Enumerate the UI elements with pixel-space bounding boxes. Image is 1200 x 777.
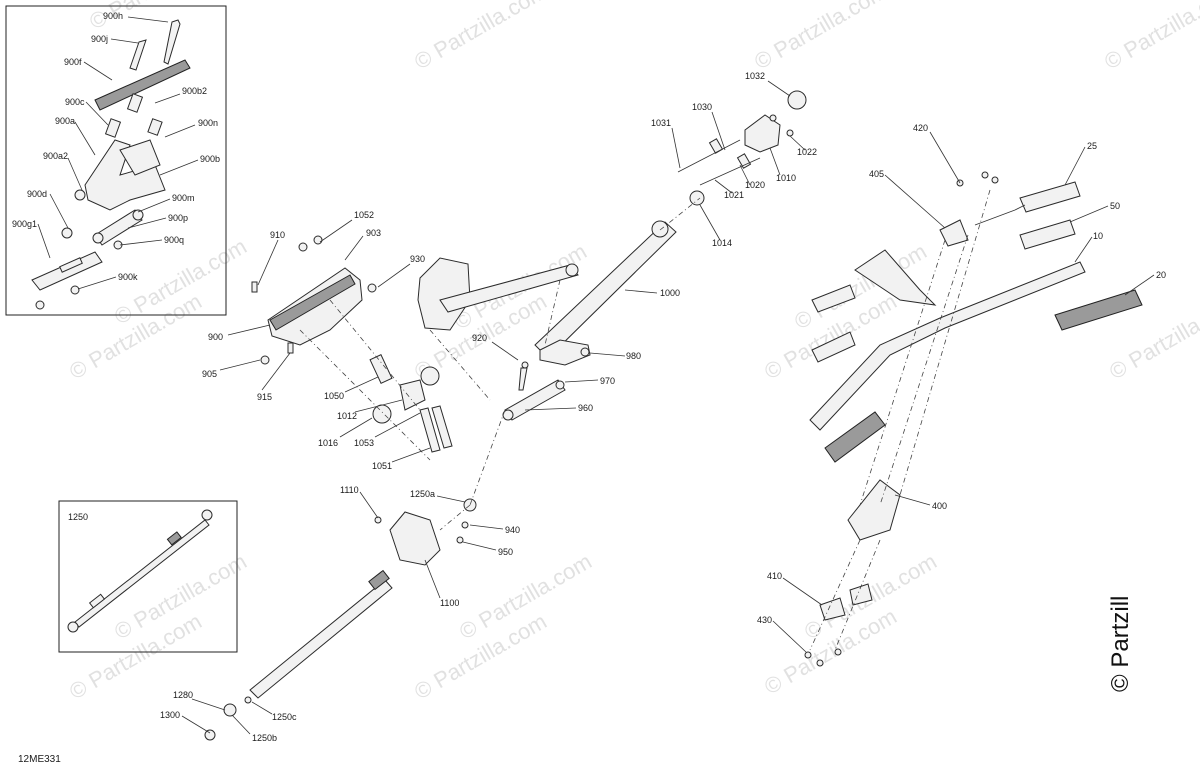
callout-50: 50 (1110, 201, 1120, 211)
callout-1110: 1110 (340, 485, 359, 495)
callout-1020: 1020 (745, 180, 765, 190)
callout-900m: 900m (172, 193, 195, 203)
callout-900b: 900b (200, 154, 220, 164)
callout-930: 930 (410, 254, 425, 264)
callout-900a: 900a (55, 116, 75, 126)
callout-1052: 1052 (354, 210, 374, 220)
callout-405: 405 (869, 169, 884, 179)
callout-10: 10 (1093, 231, 1103, 241)
callout-900q: 900q (164, 235, 184, 245)
callout-950: 950 (498, 547, 513, 557)
callout-970: 970 (600, 376, 615, 386)
callout-900j: 900j (91, 34, 108, 44)
handlebar-assembly (804, 171, 1143, 667)
callout-1012: 1012 (337, 411, 357, 421)
callout-900: 900 (208, 332, 223, 342)
callout-20: 20 (1156, 270, 1166, 280)
callout-905: 905 (202, 369, 217, 379)
callout-900f: 900f (64, 57, 82, 67)
callout-1250b: 1250b (252, 733, 277, 743)
callout-915: 915 (257, 392, 272, 402)
callout-1031: 1031 (651, 118, 671, 128)
callout-1032: 1032 (745, 71, 765, 81)
callout-1250a: 1250a (410, 489, 435, 499)
callout-980: 980 (626, 351, 641, 361)
callout-900h: 900h (103, 11, 123, 21)
callout-900p: 900p (168, 213, 188, 223)
callout-1030: 1030 (692, 102, 712, 112)
callout-960: 960 (578, 403, 593, 413)
corner-watermark: © Partzill (1107, 596, 1134, 692)
callout-1250c: 1250c (272, 712, 297, 722)
leader-lines (181, 80, 1155, 735)
callout-900g1: 900g1 (12, 219, 37, 229)
callout-940: 940 (505, 525, 520, 535)
watermark: © Partzilla.com (1100, 0, 1200, 74)
inset-tie-rod: 1250 (58, 500, 238, 653)
steering-column-assembly (204, 90, 807, 741)
callout-25: 25 (1087, 141, 1097, 151)
callout-900n: 900n (198, 118, 218, 128)
callout-430: 430 (757, 615, 772, 625)
inset-bracket-assembly: 900h 900j 900f 900c 900b2 900a 900n 900a… (5, 5, 227, 316)
callout-1051: 1051 (372, 461, 392, 471)
inset-frame (58, 500, 238, 653)
callout-410: 410 (767, 571, 782, 581)
callout-1250: 1250 (68, 512, 88, 522)
callout-1050: 1050 (324, 391, 344, 401)
callout-1100: 1100 (440, 598, 459, 608)
callout-900a2: 900a2 (43, 151, 68, 161)
watermark: © Partzilla.com (410, 0, 551, 74)
callout-420: 420 (913, 123, 928, 133)
callout-1053: 1053 (354, 438, 374, 448)
callout-910: 910 (270, 230, 285, 240)
callout-1014: 1014 (712, 238, 732, 248)
callout-920: 920 (472, 333, 487, 343)
callout-labels: 1032 1030 1031 1022 1010 1020 1021 1014 … (160, 71, 1166, 743)
callout-1022: 1022 (797, 147, 817, 157)
callout-1021: 1021 (724, 190, 744, 200)
callout-900b2: 900b2 (182, 86, 207, 96)
callout-1016: 1016 (318, 438, 338, 448)
callout-903: 903 (366, 228, 381, 238)
callout-1280: 1280 (173, 690, 193, 700)
callout-900c: 900c (65, 97, 85, 107)
diagram-code: 12ME331 (18, 754, 61, 765)
inset-frame (5, 5, 227, 316)
callout-900d: 900d (27, 189, 47, 199)
callout-1300: 1300 (160, 710, 180, 720)
callout-1000: 1000 (660, 288, 680, 298)
callout-400: 400 (932, 501, 947, 511)
callout-900k: 900k (118, 272, 138, 282)
watermark: © Partzilla.com (750, 0, 891, 74)
callout-1010: 1010 (776, 173, 796, 183)
